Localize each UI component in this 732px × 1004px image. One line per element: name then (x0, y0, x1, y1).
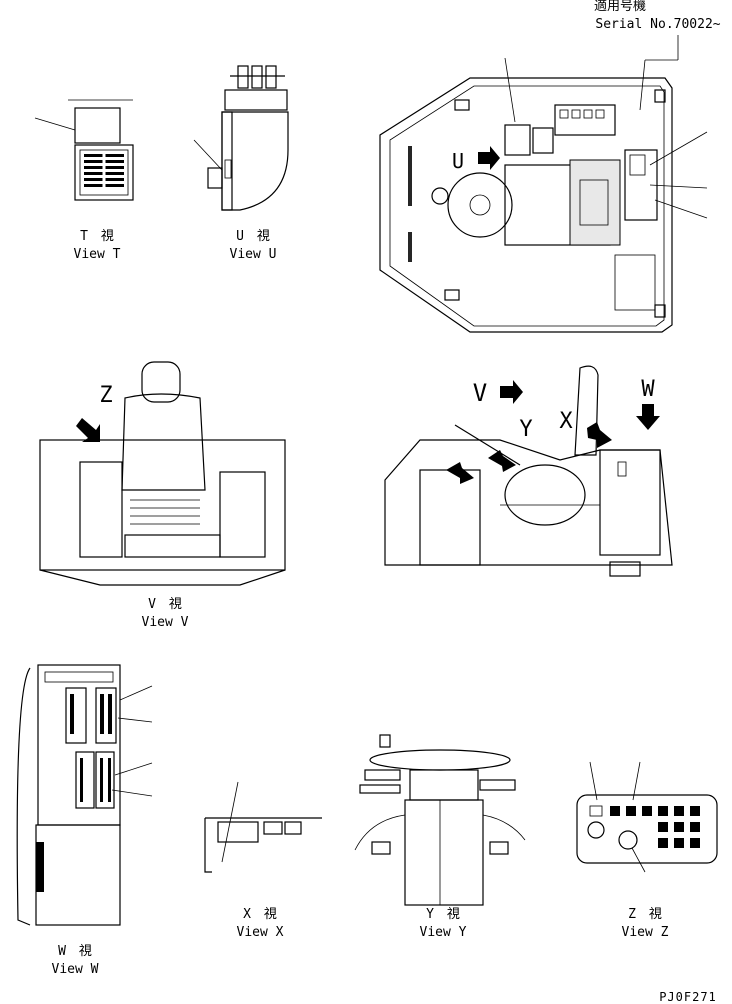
view-t-drawing (34, 99, 134, 201)
view-t-caption-en: View T (73, 247, 121, 262)
cab-plan-view (379, 35, 708, 333)
view-w-drawing (16, 664, 153, 926)
side-view-drawing (384, 365, 673, 577)
view-u-drawing (193, 65, 289, 211)
view-y-caption-en: View Y (419, 925, 467, 940)
view-x-caption-en: View X (236, 925, 284, 940)
view-u-caption-jp: U 視 (236, 229, 270, 244)
view-y-drawing (354, 734, 526, 906)
applicable-model-label: 適用号機 (593, 0, 646, 14)
view-z-caption-jp: Z 視 (628, 907, 662, 922)
view-z-drawing (576, 761, 718, 873)
view-y-marker: Y (519, 417, 533, 442)
view-v-caption-jp: V 視 (148, 597, 182, 612)
view-x-marker: X (559, 409, 573, 434)
view-v-drawing (39, 361, 286, 586)
view-z-caption-en: View Z (621, 925, 669, 940)
view-x-caption-jp: X 視 (243, 907, 277, 922)
view-y-caption-jp: Y 視 (426, 907, 460, 922)
view-x-drawing (204, 781, 322, 873)
view-u-caption-en: View U (229, 247, 277, 262)
serial-number-label: Serial No.70022~ (595, 17, 721, 32)
view-w-caption-jp: W 視 (58, 944, 92, 959)
view-v-marker: V (472, 379, 488, 407)
view-z-marker: Z (99, 383, 113, 408)
view-w-caption-en: View W (51, 962, 99, 977)
drawing-number: PJ0F271 (659, 990, 717, 1004)
view-v-caption-en: View V (141, 615, 189, 630)
view-u-marker: U (451, 149, 465, 173)
view-w-marker: W (641, 377, 655, 402)
view-t-caption-jp: T 視 (80, 229, 114, 244)
